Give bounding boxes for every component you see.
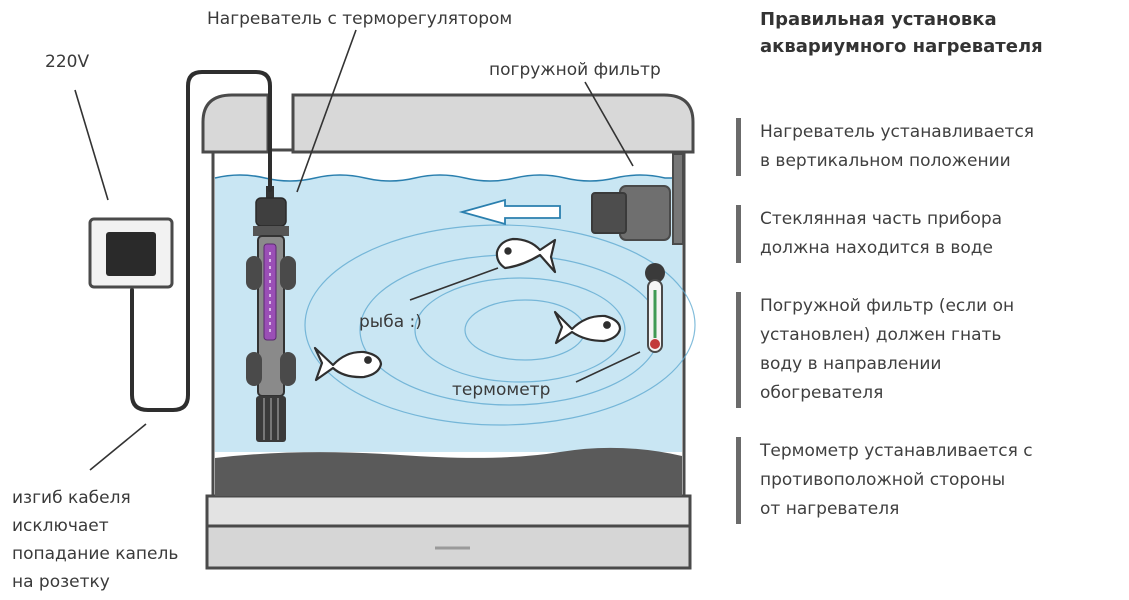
note-glass-in-water: Стеклянная часть прибора должна находитс… — [736, 205, 1002, 263]
note-line: Погружной фильтр (если он — [760, 296, 1015, 316]
heater-cable — [130, 70, 272, 412]
note-line: обогревателя — [760, 383, 884, 403]
thermometer — [645, 263, 665, 353]
label-cable-line: исключает — [12, 516, 109, 536]
flow-arrow — [458, 198, 561, 226]
note-line: должна находится в воде — [760, 238, 994, 258]
fish-1 — [495, 237, 557, 274]
label-thermometer: термометр — [452, 380, 551, 400]
heater — [246, 186, 296, 442]
note-line: Термометр устанавливается с — [760, 441, 1033, 461]
fish-3 — [313, 346, 383, 382]
sidebar-title-line: Правильная установка — [760, 9, 997, 30]
leader-lines — [74, 29, 641, 471]
aquarium-lid — [201, 93, 695, 154]
note-line: Стеклянная часть прибора — [760, 209, 1003, 229]
note-line: установлен) должен гнать — [760, 325, 1002, 345]
submersible-filter — [591, 153, 684, 245]
note-line: Нагреватель устанавливается — [760, 122, 1035, 142]
label-voltage: 220V — [45, 52, 90, 72]
label-fish: рыба :) — [359, 312, 422, 332]
label-cable-line: изгиб кабеля — [12, 488, 131, 508]
label-cable-line: попадание капель — [12, 544, 179, 564]
label-heater: Нагреватель с терморегулятором — [207, 9, 513, 29]
aquarium-stand — [205, 494, 692, 570]
label-cable: изгиб кабеля исключает попадание капель … — [12, 484, 178, 596]
fish-2 — [553, 310, 622, 345]
note-filter-direction: Погружной фильтр (если он установлен) до… — [736, 292, 1014, 408]
note-line: в вертикальном положении — [760, 151, 1011, 171]
label-cable-line: на розетку — [12, 572, 110, 592]
sidebar-title: Правильная установка аквариумного нагрев… — [760, 6, 1043, 60]
note-heater-vertical: Нагреватель устанавливается в вертикальн… — [736, 118, 1034, 176]
label-filter: погружной фильтр — [489, 60, 661, 80]
sidebar-title-line: аквариумного нагревателя — [760, 36, 1043, 57]
note-thermometer-placement: Термометр устанавливается с противополож… — [736, 437, 1033, 524]
water — [215, 175, 682, 452]
note-line: воду в направлении — [760, 354, 942, 374]
gravel-bed — [215, 447, 682, 496]
power-outlet — [88, 217, 174, 289]
note-line: противоположной стороны — [760, 470, 1006, 490]
note-line: от нагревателя — [760, 499, 900, 519]
water-surface-line — [214, 174, 682, 182]
